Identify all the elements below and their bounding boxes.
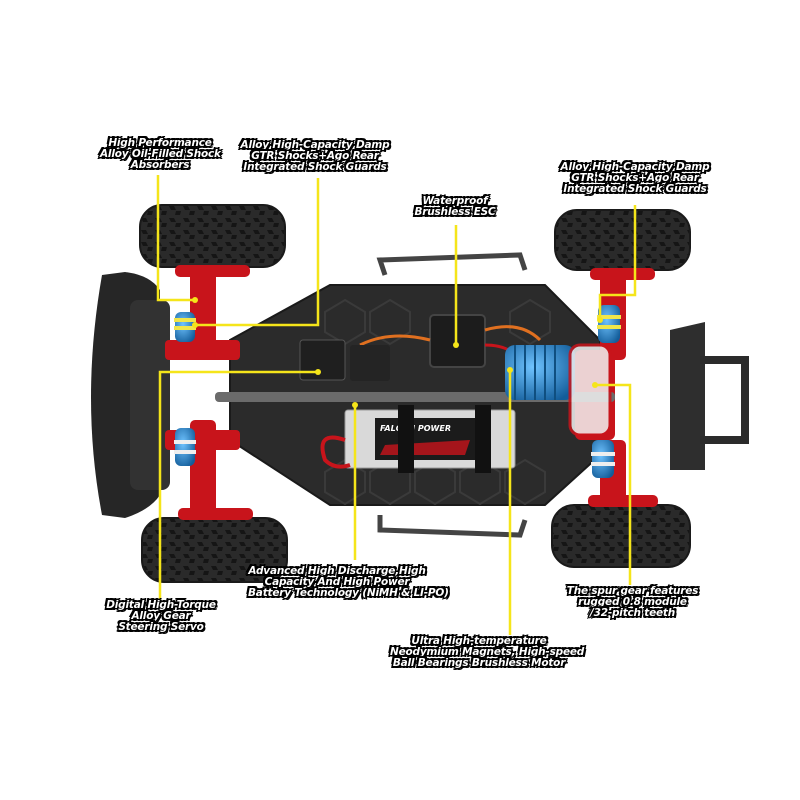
- callout-shock-absorbers: High Performance Alloy Oil-Filled Shock …: [100, 137, 221, 171]
- callout-line: Alloy High-Capacity Damp: [240, 139, 390, 151]
- battery-strap-1: [398, 405, 414, 473]
- rear-shock-bottom: [591, 440, 615, 478]
- callout-line: /32-pitch teeth: [589, 607, 676, 619]
- esc-wires: [359, 325, 542, 347]
- callout-steering-servo: Digital High-Torque Alloy Gear Steering …: [100, 600, 222, 633]
- callout-battery: Advanced High Discharge,High Capacity An…: [248, 565, 449, 599]
- front-suspension: [165, 255, 240, 530]
- callout-line: Waterproof: [422, 195, 488, 207]
- callout-damp-rear: Alloy High-Capacity Damp GTR Shocks+Ago …: [560, 162, 710, 195]
- callout-line: Integrated Shock Guards: [243, 161, 387, 173]
- callout-line: Integrated Shock Guards: [563, 183, 707, 195]
- callout-line: Brushless ESC: [414, 206, 496, 218]
- callout-endpoints: [192, 297, 603, 408]
- servo: [299, 339, 346, 381]
- wheel-rear-top: [554, 209, 691, 280]
- callout-line: Capacity And High Power: [264, 576, 410, 588]
- callout-line: Battery Technology (NiMH & LI-PO): [248, 587, 449, 599]
- brushless-motor: [505, 345, 575, 400]
- callout-line: rugged 0.8 module: [578, 596, 687, 608]
- bottom-nerf-bar: [377, 515, 528, 538]
- battery-strap-2: [475, 405, 491, 473]
- callout-line: Steering Servo: [118, 621, 204, 633]
- callout-line: High Performance: [108, 137, 212, 149]
- battery-lead: [320, 435, 351, 469]
- callout-spur-gear: The spur gear features rugged 0.8 module…: [565, 586, 700, 619]
- spur-gear-cover: [568, 343, 612, 437]
- callout-line: Alloy High-Capacity Damp: [560, 161, 710, 173]
- rear-shock-top: [597, 305, 621, 343]
- battery-brand: FALCON POWER: [380, 424, 451, 433]
- callout-line: GTR Shocks+Ago Rear: [251, 150, 379, 162]
- rear-tower: [700, 356, 749, 444]
- esc: [429, 314, 486, 368]
- front-shock-bottom: [174, 428, 196, 466]
- callout-brushless-motor: Ultra High-temperature Neodymium Magnets…: [390, 635, 585, 669]
- wheel-rear-bottom: [551, 495, 691, 568]
- callout-line: Alloy Oil-Filled Shock: [100, 148, 221, 160]
- callout-leader-lines: [156, 175, 637, 635]
- callout-line: Alloy Gear: [131, 610, 191, 622]
- rear-bumper: [670, 322, 705, 470]
- callout-line: Digital High-Torque: [106, 599, 216, 611]
- bumper-mount: [130, 300, 170, 490]
- wheel-front-bottom: [141, 508, 288, 583]
- callout-damp-front: Alloy High-Capacity Damp GTR Shocks+Ago …: [240, 140, 390, 173]
- callout-line: GTR Shocks+Ago Rear: [571, 172, 699, 184]
- callout-line: Advanced High Discharge,High: [248, 565, 426, 577]
- callout-line: The spur gear features: [566, 585, 699, 597]
- callout-line: Ultra High-temperature: [411, 635, 547, 647]
- front-shock-top: [174, 312, 196, 342]
- callout-esc: Waterproof Brushless ESC: [410, 196, 500, 218]
- wheel-front-top: [139, 204, 286, 277]
- callout-line: Neodymium Magnets, High-speed: [390, 646, 585, 658]
- callout-line: Absorbers: [130, 159, 190, 171]
- top-nerf-bar: [376, 252, 528, 276]
- callout-line: Ball Bearings Brushless Motor: [392, 657, 566, 669]
